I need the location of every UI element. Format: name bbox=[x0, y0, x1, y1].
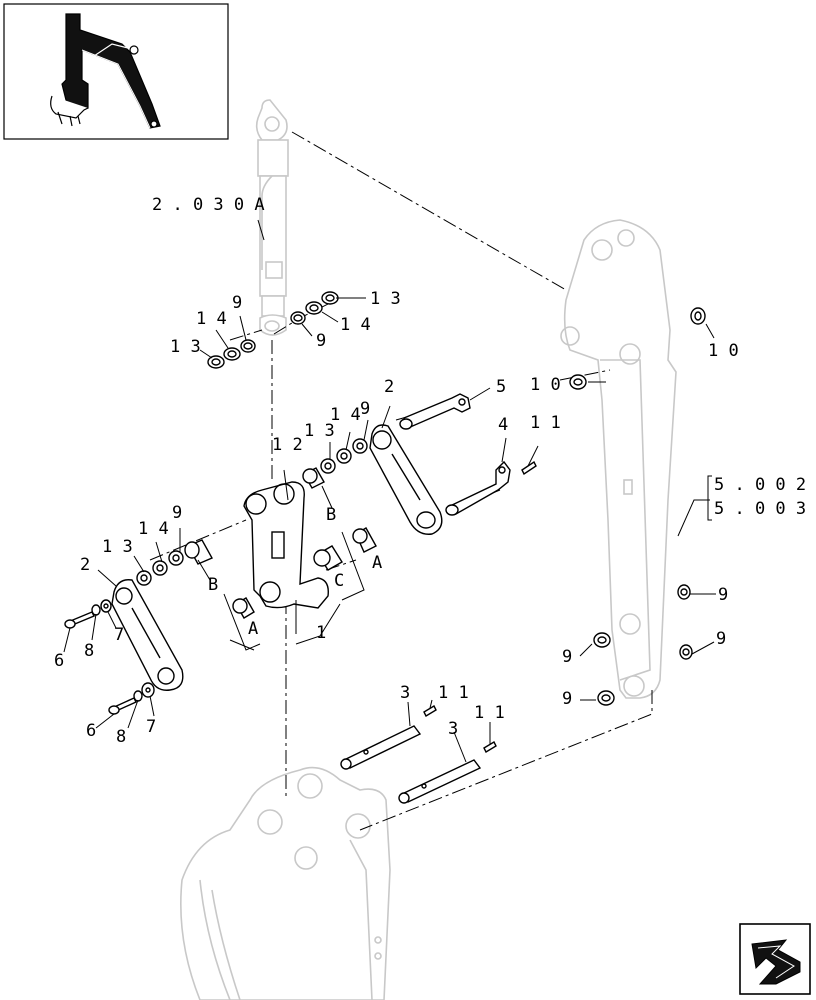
washer-8-upper bbox=[91, 604, 101, 616]
excavator-arm-thumbnail[interactable] bbox=[3, 3, 229, 140]
callout-12: 1 2 bbox=[272, 435, 303, 455]
bushing-b-left bbox=[184, 539, 213, 565]
oring-9-leftlink bbox=[168, 550, 184, 566]
bushing-b-upper bbox=[302, 467, 325, 489]
callout-2: 2 bbox=[80, 555, 90, 575]
callout-9: 9 bbox=[316, 331, 326, 351]
callout-14: 1 4 bbox=[138, 519, 169, 539]
callout-1: 1 bbox=[316, 623, 326, 643]
callout-13: 1 3 bbox=[304, 421, 335, 441]
bushing-c bbox=[313, 545, 343, 571]
oring-10-mid bbox=[569, 374, 587, 390]
grease-fitting-11-top bbox=[521, 460, 537, 476]
callout-4: 4 bbox=[498, 415, 508, 435]
callout-3: 3 bbox=[400, 683, 410, 703]
callout-9: 9 bbox=[562, 647, 572, 667]
washer-13-right bbox=[321, 291, 339, 305]
callout-10: 1 0 bbox=[530, 375, 561, 395]
leader-lines bbox=[63, 219, 716, 763]
bushing-a-right bbox=[352, 527, 377, 553]
callout-10: 1 0 bbox=[708, 341, 739, 361]
callout-9: 9 bbox=[172, 503, 182, 523]
callout-labels: 2 . 0 3 0 A 5 . 0 0 2 5 . 0 0 3 1 3 1 4 … bbox=[54, 195, 806, 747]
callout-9: 9 bbox=[232, 293, 242, 313]
oring-9-arm-1 bbox=[677, 584, 691, 600]
link-1 bbox=[243, 481, 329, 609]
washer-14-right bbox=[305, 301, 323, 315]
oring-9-arm-4 bbox=[597, 690, 615, 706]
bushing-a-lower bbox=[232, 597, 255, 619]
hydraulic-cylinder-ghost bbox=[255, 99, 289, 336]
washer-7-lower bbox=[141, 682, 155, 698]
callout-9: 9 bbox=[360, 399, 370, 419]
bolt-6-upper bbox=[64, 611, 95, 629]
pin-4 bbox=[445, 460, 511, 516]
callout-7: 7 bbox=[146, 717, 156, 737]
pin-3-upper bbox=[340, 725, 422, 770]
bucket-ghost bbox=[180, 766, 391, 1000]
callout-13: 1 3 bbox=[170, 337, 201, 357]
oring-9-arm-2 bbox=[593, 632, 611, 648]
callout-11: 1 1 bbox=[530, 413, 561, 433]
link-2-left bbox=[111, 579, 184, 691]
callout-13: 1 3 bbox=[102, 537, 133, 557]
callout-9: 9 bbox=[716, 629, 726, 649]
oring-9-right bbox=[290, 311, 306, 325]
callout-14: 1 4 bbox=[196, 309, 227, 329]
grease-fitting-11-mid bbox=[423, 705, 437, 717]
callout-2: 2 bbox=[384, 377, 394, 397]
callout-8: 8 bbox=[84, 641, 94, 661]
washer-13-leftlink bbox=[136, 570, 152, 586]
oring-9-link bbox=[352, 438, 368, 454]
callout-C: C bbox=[334, 571, 344, 591]
callout-B: B bbox=[208, 575, 218, 595]
callout-9: 9 bbox=[718, 585, 728, 605]
callout-A: A bbox=[248, 619, 258, 639]
callout-6: 6 bbox=[86, 721, 96, 741]
pin-3-lower bbox=[398, 759, 482, 804]
washer-14-left bbox=[223, 347, 241, 361]
callout-B: B bbox=[326, 505, 336, 525]
oring-9-arm-3 bbox=[679, 644, 693, 660]
callout-A: A bbox=[372, 553, 382, 573]
callout-14: 1 4 bbox=[330, 405, 361, 425]
bolt-6-lower bbox=[108, 697, 137, 715]
callout-13: 1 3 bbox=[370, 289, 401, 309]
grease-fitting-11-low bbox=[483, 741, 497, 753]
link-2-right bbox=[369, 424, 443, 535]
next-page-button[interactable] bbox=[739, 923, 811, 995]
callout-9: 9 bbox=[562, 689, 572, 709]
callout-6: 6 bbox=[54, 651, 64, 671]
arm-ghost bbox=[560, 219, 677, 699]
washer-14-leftlink bbox=[152, 560, 168, 576]
washer-14-link bbox=[336, 448, 352, 464]
callout-11: 1 1 bbox=[438, 683, 469, 703]
callout-3: 3 bbox=[448, 719, 458, 739]
callout-7: 7 bbox=[114, 625, 124, 645]
oring-10-top bbox=[690, 307, 706, 325]
next-page-arrow-icon bbox=[751, 939, 801, 985]
arm-ref-label-b: 5 . 0 0 3 bbox=[714, 499, 806, 519]
callout-11: 1 1 bbox=[474, 703, 505, 723]
cylinder-ref-label: 2 . 0 3 0 A bbox=[152, 195, 265, 215]
callout-14: 1 4 bbox=[340, 315, 371, 335]
washer-13-left bbox=[207, 355, 225, 369]
callout-5: 5 bbox=[496, 377, 506, 397]
washer-7-upper bbox=[100, 599, 112, 613]
washer-8-lower bbox=[133, 690, 143, 702]
callout-8: 8 bbox=[116, 727, 126, 747]
washer-13-link bbox=[320, 458, 336, 474]
pin-5 bbox=[399, 393, 471, 430]
arm-ref-label-a: 5 . 0 0 2 bbox=[714, 475, 806, 495]
oring-9-left bbox=[240, 339, 256, 353]
